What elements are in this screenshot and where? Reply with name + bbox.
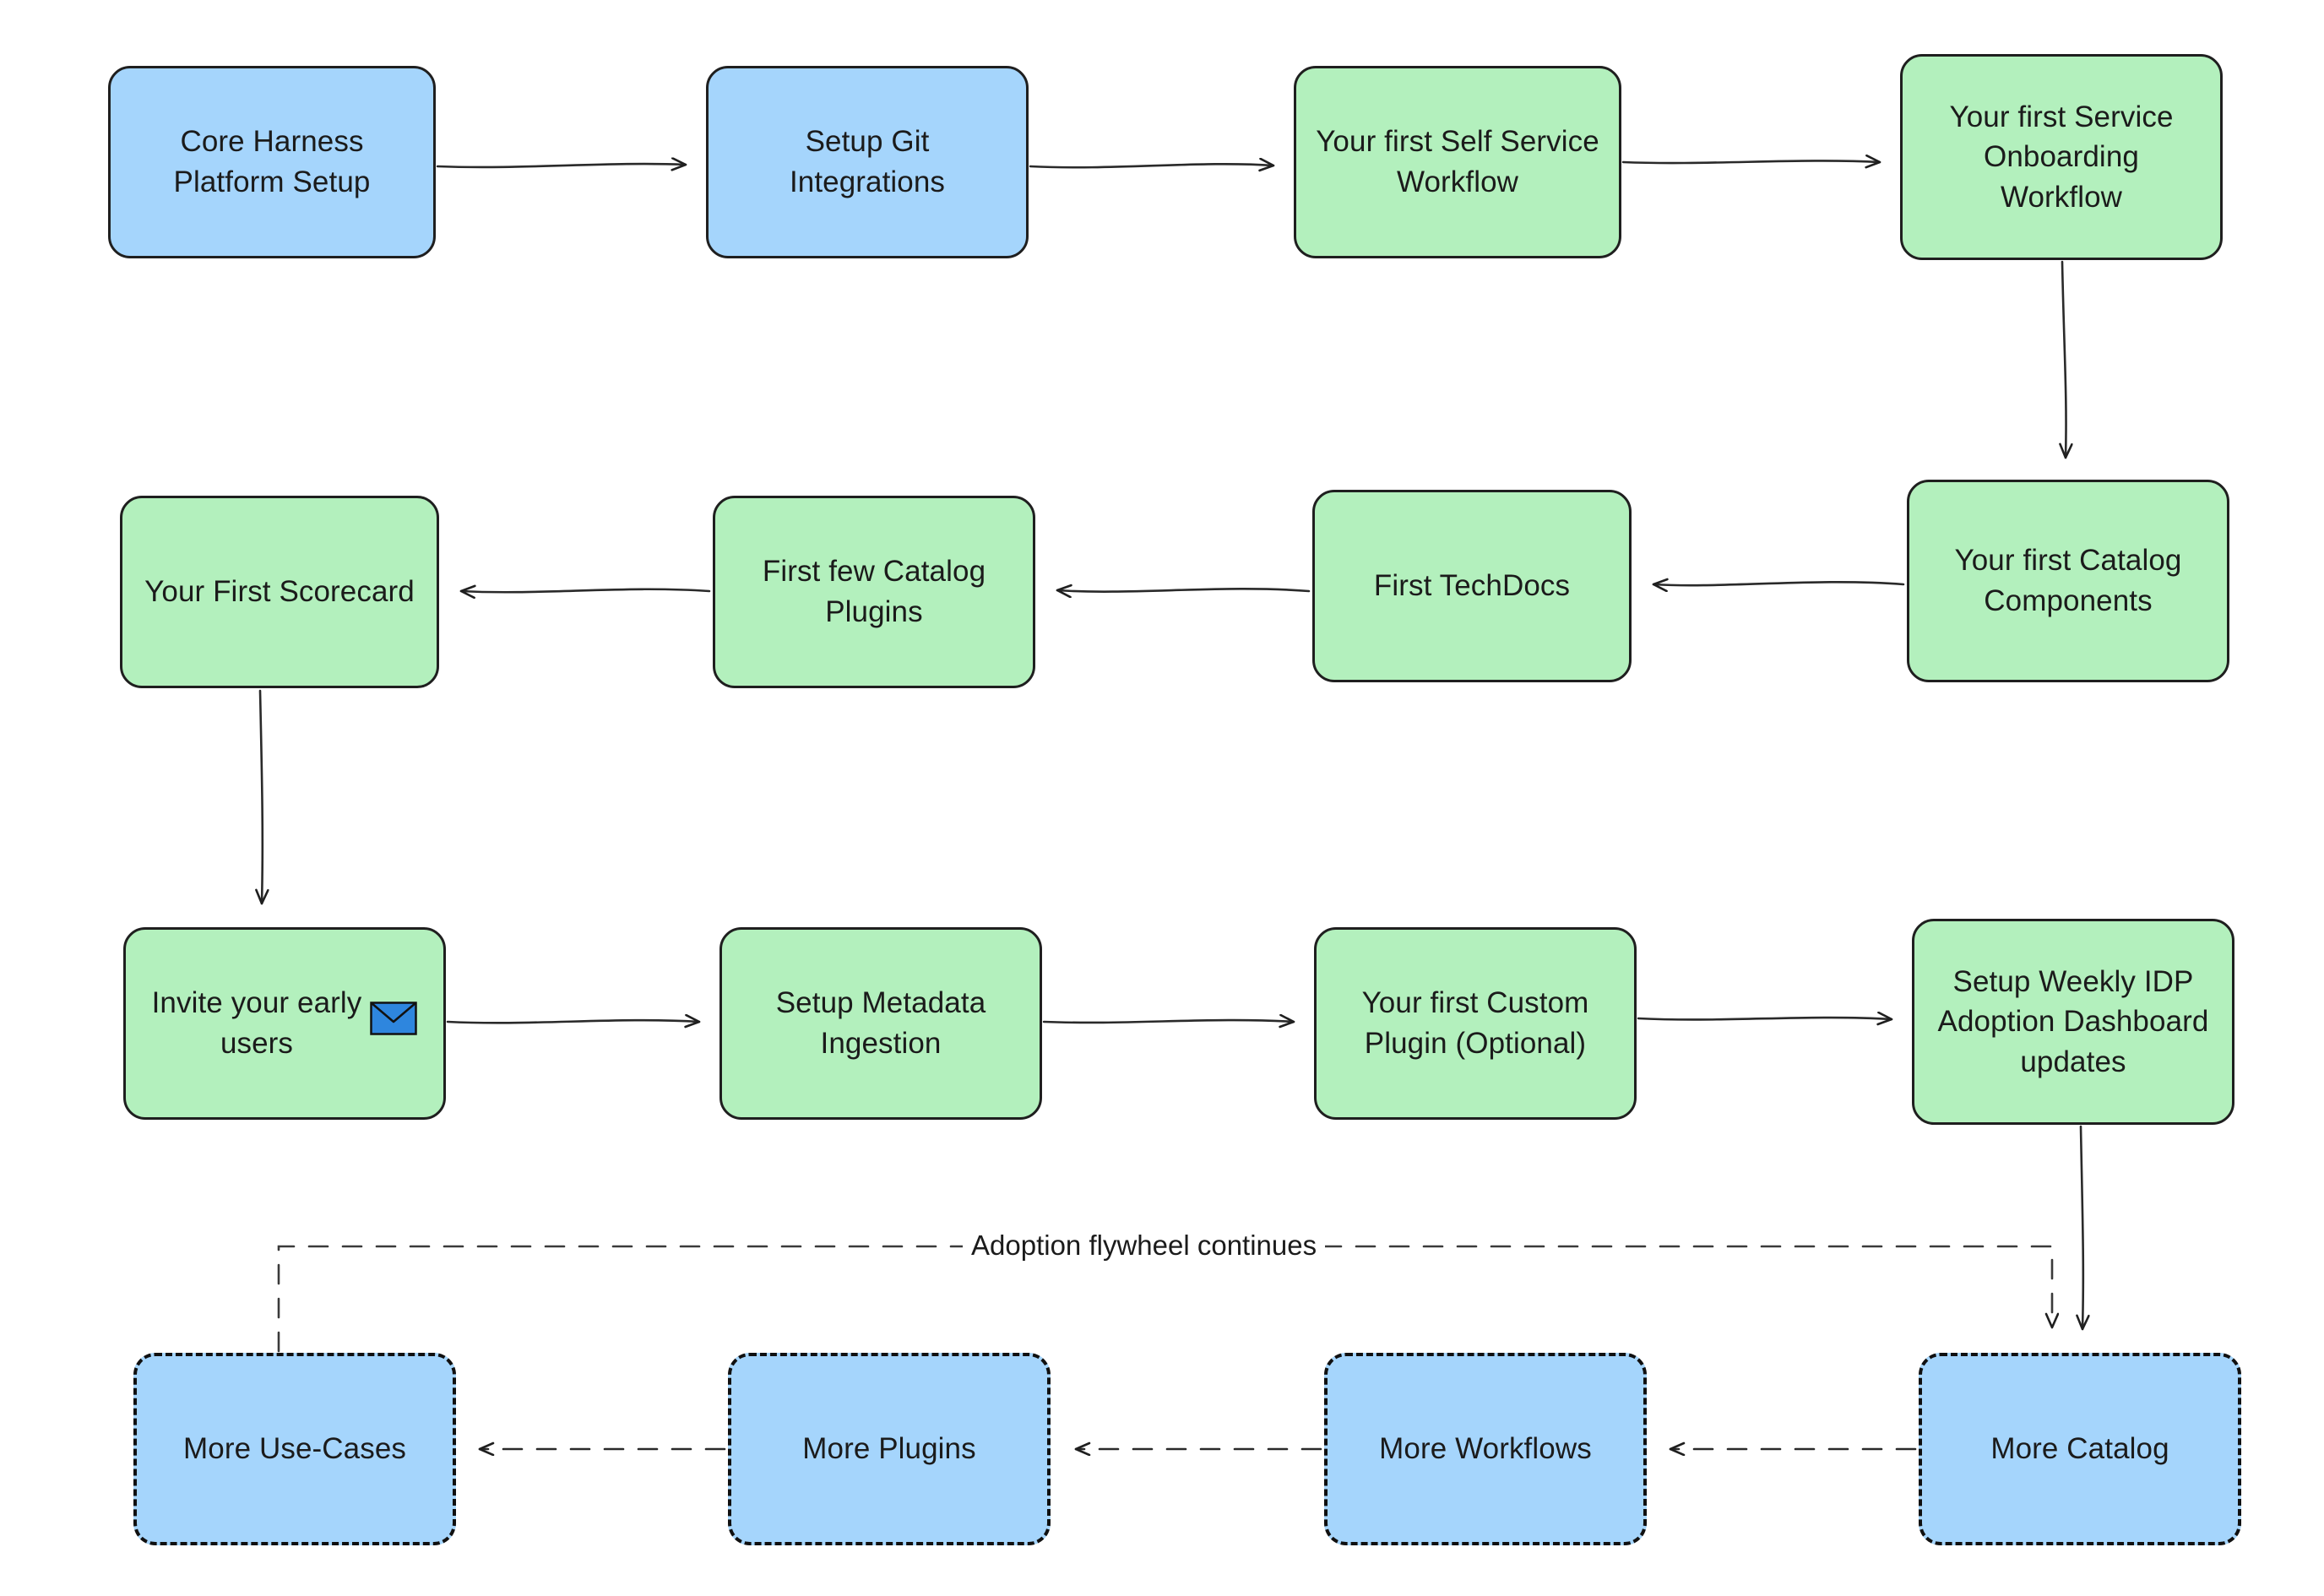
node-label: First TechDocs <box>1373 569 1571 603</box>
node-first-techdocs[interactable]: First TechDocs <box>1312 490 1632 682</box>
node-setup-git-integrations[interactable]: Setup Git Integrations <box>706 66 1029 258</box>
edge-dashboard-to-morecatalog <box>2081 1125 2083 1331</box>
node-label: Your First Scorecard <box>144 575 415 609</box>
envelope-icon <box>370 1001 418 1046</box>
node-more-plugins[interactable]: More Plugins <box>728 1353 1051 1545</box>
edge-scorecard-to-invite <box>260 689 263 905</box>
node-your-first-catalog-components[interactable]: Your first Catalog Components <box>1907 480 2229 682</box>
node-your-first-custom-plugin[interactable]: Your first Custom Plugin (Optional) <box>1314 927 1637 1120</box>
node-invite-your-early-users[interactable]: Invite your early users <box>123 927 446 1120</box>
node-more-use-cases[interactable]: More Use-Cases <box>133 1353 456 1545</box>
node-label: First few Catalog Plugins <box>762 555 986 628</box>
node-label: Your first Catalog Components <box>1954 544 2182 617</box>
node-your-first-scorecard[interactable]: Your First Scorecard <box>120 496 439 688</box>
edge-core-to-git <box>436 164 687 167</box>
node-label: Invite your early users <box>151 986 362 1060</box>
node-label: More Workflows <box>1379 1432 1592 1466</box>
edge-onboarding-to-catalogcomponents <box>2062 260 2066 459</box>
edge-metadata-to-customplugin <box>1042 1020 1295 1023</box>
node-label: More Catalog <box>1990 1432 2169 1466</box>
node-your-first-service-onboarding-workflow[interactable]: Your first Service Onboarding Workflow <box>1900 54 2223 260</box>
node-more-catalog[interactable]: More Catalog <box>1919 1353 2241 1545</box>
node-label: More Plugins <box>802 1432 976 1466</box>
edge-invite-to-metadata <box>446 1020 701 1023</box>
node-first-few-catalog-plugins[interactable]: First few Catalog Plugins <box>713 496 1035 688</box>
edge-catalogcomponents-to-techdocs <box>1652 582 1905 585</box>
edge-selfservice-to-onboarding <box>1621 160 1881 163</box>
node-setup-weekly-idp-adoption-dashboard[interactable]: Setup Weekly IDP Adoption Dashboard upda… <box>1912 919 2234 1125</box>
node-label: More Use-Cases <box>183 1432 406 1466</box>
node-label: Your first Custom Plugin (Optional) <box>1361 986 1589 1060</box>
edge-catalogplugins-to-scorecard <box>459 589 711 593</box>
edge-flywheel-loop <box>277 1245 2052 1353</box>
edge-customplugin-to-dashboard <box>1637 1018 1893 1019</box>
node-more-workflows[interactable]: More Workflows <box>1324 1353 1647 1545</box>
edge-techdocs-to-catalogplugins <box>1056 589 1311 591</box>
node-label: Your first Self Service Workflow <box>1316 125 1599 198</box>
node-label: Setup Metadata Ingestion <box>775 986 986 1060</box>
node-core-harness-platform-setup[interactable]: Core Harness Platform Setup <box>108 66 436 258</box>
node-label: Setup Git Integrations <box>789 125 946 198</box>
node-your-first-self-service-workflow[interactable]: Your first Self Service Workflow <box>1294 66 1621 258</box>
node-setup-metadata-ingestion[interactable]: Setup Metadata Ingestion <box>719 927 1042 1120</box>
edge-label-adoption-flywheel-continues: Adoption flywheel continues <box>963 1231 1326 1259</box>
edge-git-to-selfservice <box>1029 164 1275 167</box>
node-label: Core Harness Platform Setup <box>173 125 371 198</box>
node-label: Setup Weekly IDP Adoption Dashboard upda… <box>1937 964 2209 1078</box>
node-label: Your first Service Onboarding Workflow <box>1949 100 2174 214</box>
